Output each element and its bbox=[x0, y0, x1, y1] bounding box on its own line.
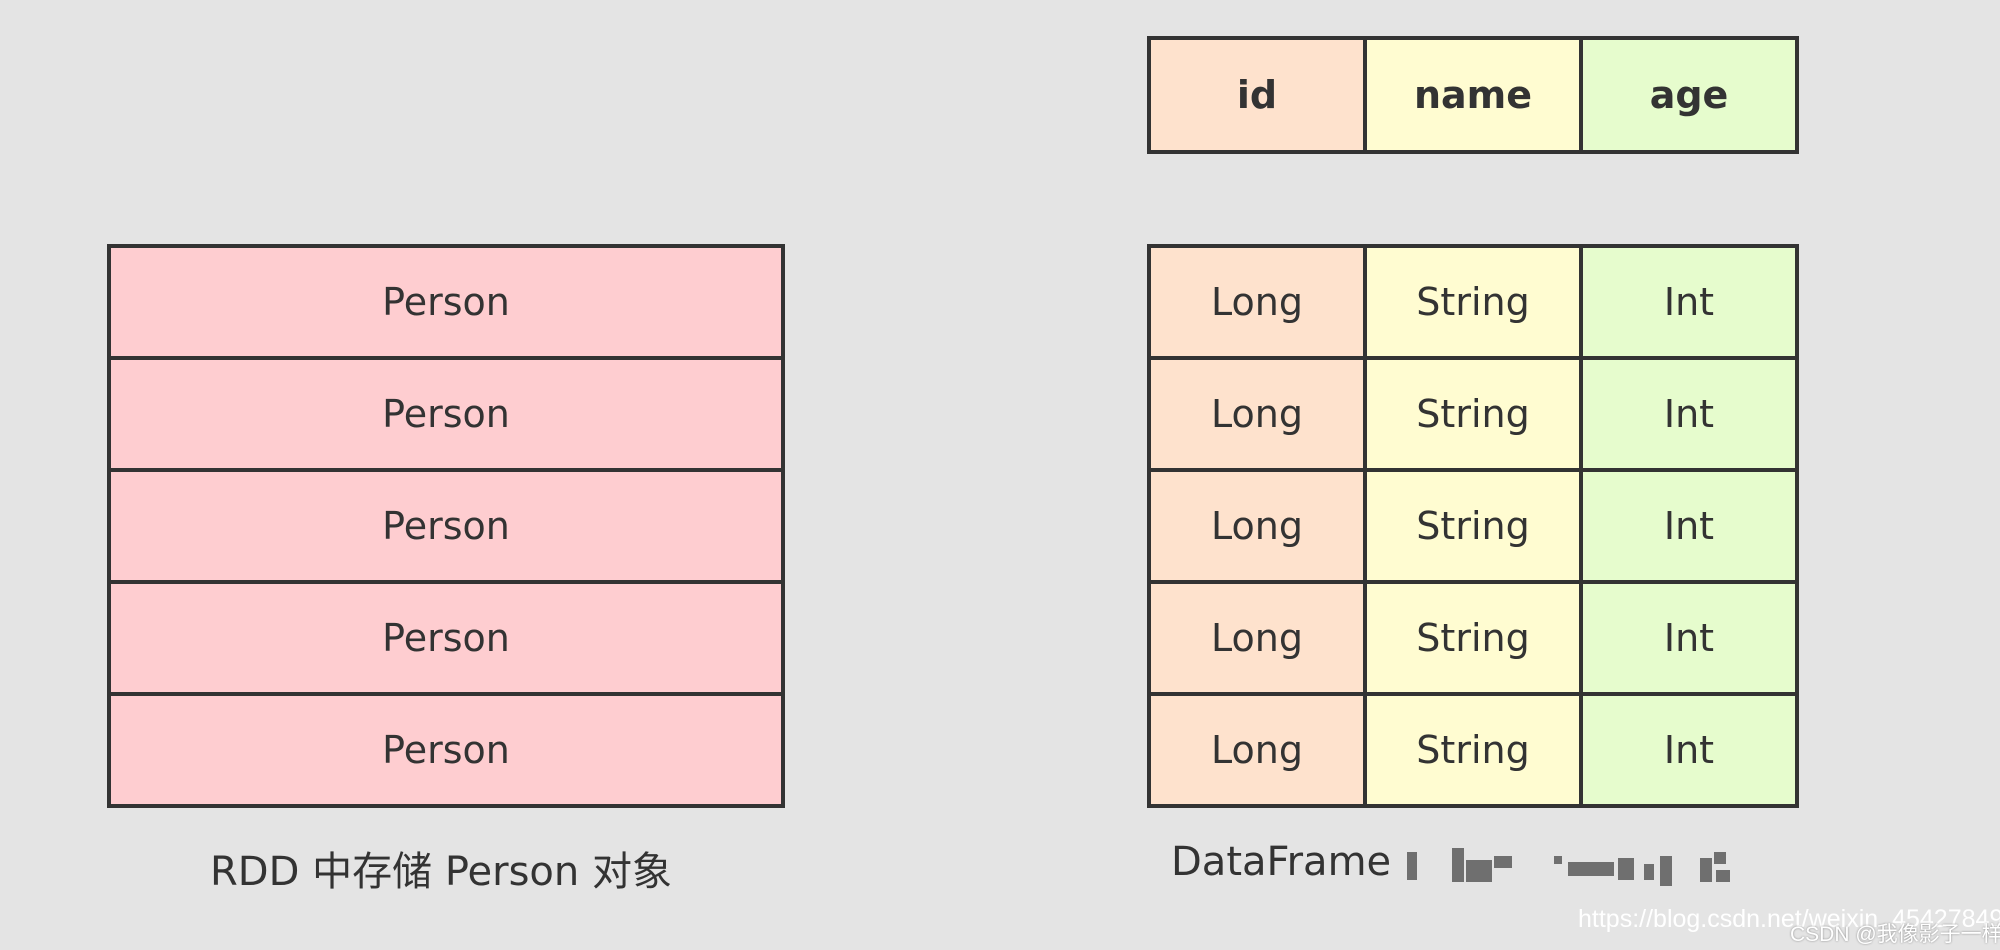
header-label: id bbox=[1236, 73, 1278, 117]
df-cell-age: Int bbox=[1579, 692, 1799, 808]
df-cell-label: Int bbox=[1663, 616, 1715, 660]
df-cell-label: String bbox=[1416, 728, 1530, 772]
header-label: name bbox=[1413, 73, 1533, 117]
df-cell-id: Long bbox=[1147, 356, 1367, 472]
watermark-url: https://blog.csdn.net/weixin_45427849 bbox=[1578, 905, 2000, 933]
df-cell-label: Long bbox=[1211, 616, 1303, 660]
rdd-row: Person bbox=[107, 468, 785, 584]
df-cell-name: String bbox=[1363, 244, 1583, 360]
rdd-row-label: Person bbox=[382, 504, 510, 548]
df-cell-name: String bbox=[1363, 692, 1583, 808]
df-cell-label: String bbox=[1416, 280, 1530, 324]
df-cell-age: Int bbox=[1579, 356, 1799, 472]
df-cell-label: String bbox=[1416, 392, 1530, 436]
rdd-row: Person bbox=[107, 356, 785, 472]
rdd-row-label: Person bbox=[382, 280, 510, 324]
df-cell-age: Int bbox=[1579, 468, 1799, 584]
header-cell-name: name bbox=[1363, 36, 1583, 154]
df-cell-label: String bbox=[1416, 504, 1530, 548]
header-label: age bbox=[1649, 73, 1729, 117]
df-cell-name: String bbox=[1363, 356, 1583, 472]
header-cell-age: age bbox=[1579, 36, 1799, 154]
df-cell-name: String bbox=[1363, 468, 1583, 584]
df-cell-label: Long bbox=[1211, 504, 1303, 548]
dataframe-caption: DataFrame bbox=[1171, 839, 1392, 885]
df-cell-label: Long bbox=[1211, 392, 1303, 436]
rdd-row: Person bbox=[107, 580, 785, 696]
rdd-row: Person bbox=[107, 692, 785, 808]
rdd-row-label: Person bbox=[382, 728, 510, 772]
df-cell-label: Int bbox=[1663, 728, 1715, 772]
rdd-row: Person bbox=[107, 244, 785, 360]
df-cell-id: Long bbox=[1147, 244, 1367, 360]
df-cell-age: Int bbox=[1579, 244, 1799, 360]
rdd-row-label: Person bbox=[382, 616, 510, 660]
df-cell-label: Int bbox=[1663, 504, 1715, 548]
df-cell-id: Long bbox=[1147, 692, 1367, 808]
header-cell-id: id bbox=[1147, 36, 1367, 154]
df-cell-label: Int bbox=[1663, 280, 1715, 324]
df-cell-label: Long bbox=[1211, 728, 1303, 772]
rdd-caption: RDD 中存储 Person 对象 bbox=[210, 849, 672, 895]
df-cell-label: String bbox=[1416, 616, 1530, 660]
df-cell-id: Long bbox=[1147, 468, 1367, 584]
df-cell-label: Long bbox=[1211, 280, 1303, 324]
watermark-site: CSDN @我像影子一样 bbox=[1790, 923, 2000, 946]
df-cell-label: Int bbox=[1663, 392, 1715, 436]
df-cell-age: Int bbox=[1579, 580, 1799, 696]
df-cell-id: Long bbox=[1147, 580, 1367, 696]
df-cell-name: String bbox=[1363, 580, 1583, 696]
rdd-row-label: Person bbox=[382, 392, 510, 436]
